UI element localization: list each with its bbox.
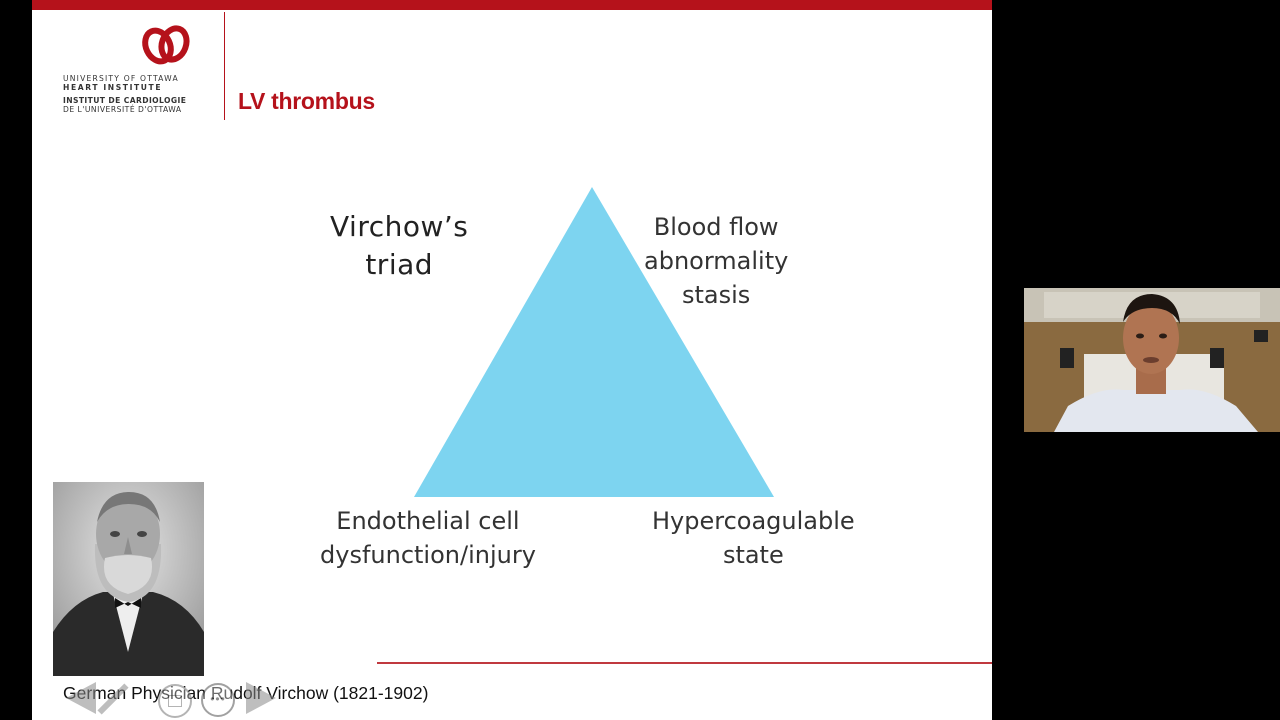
presenter-video-frame <box>1024 288 1280 432</box>
presentation-slide: UNIVERSITY OF OTTAWA HEART INSTITUTE INS… <box>32 0 992 720</box>
blood-flow-line-2: abnormality <box>644 247 789 275</box>
portrait-caption: German Physician Rudolf Virchow (1821-19… <box>63 683 429 703</box>
virchow-triad-line-1: Virchow’s <box>330 210 469 243</box>
blood-flow-line-3: stasis <box>682 281 751 309</box>
logo-line-4: DE L'UNIVERSITÉ D'OTTAWA <box>63 105 182 114</box>
slide-top-bar <box>32 0 992 10</box>
presenter-video <box>1024 288 1280 432</box>
hypercoagulable-label: Hypercoagulable state <box>652 504 855 572</box>
endothelial-line-2: dysfunction/injury <box>320 541 536 569</box>
pen-icon[interactable] <box>97 683 129 715</box>
virchow-portrait <box>53 482 204 676</box>
blood-flow-line-1: Blood flow <box>653 213 779 241</box>
triangle-shape <box>414 187 774 497</box>
virchow-triad-line-2: triad <box>365 248 434 281</box>
header-divider <box>224 12 225 120</box>
endothelial-line-1: Endothelial cell <box>336 507 520 535</box>
arrow-left-icon[interactable] <box>66 682 96 714</box>
logo-line-2: HEART INSTITUTE <box>63 83 163 92</box>
virchow-triad-label: Virchow’s triad <box>330 208 468 284</box>
logo-line-1: UNIVERSITY OF OTTAWA <box>63 74 179 83</box>
arrow-right-icon[interactable] <box>246 682 276 714</box>
logo-wordmark: UNIVERSITY OF OTTAWA HEART INSTITUTE INS… <box>63 74 213 114</box>
slides-grid-icon[interactable] <box>158 684 192 718</box>
slideshow-controls: ••• <box>66 676 286 718</box>
hypercoagulable-line-2: state <box>722 541 784 569</box>
more-options-button[interactable]: ••• <box>201 683 235 717</box>
heart-logo-icon <box>142 25 190 65</box>
heart-institute-logo: UNIVERSITY OF OTTAWA HEART INSTITUTE INS… <box>60 24 210 124</box>
footer-rule <box>377 662 992 664</box>
logo-line-3: INSTITUT DE CARDIOLOGIE <box>63 96 187 105</box>
endothelial-label: Endothelial cell dysfunction/injury <box>320 504 536 572</box>
slide-title: LV thrombus <box>238 88 375 114</box>
virchow-triangle <box>414 187 774 497</box>
portrait-image <box>53 482 204 676</box>
hypercoagulable-line-1: Hypercoagulable <box>652 507 855 535</box>
blood-flow-label: Blood flow abnormality stasis <box>644 210 788 312</box>
